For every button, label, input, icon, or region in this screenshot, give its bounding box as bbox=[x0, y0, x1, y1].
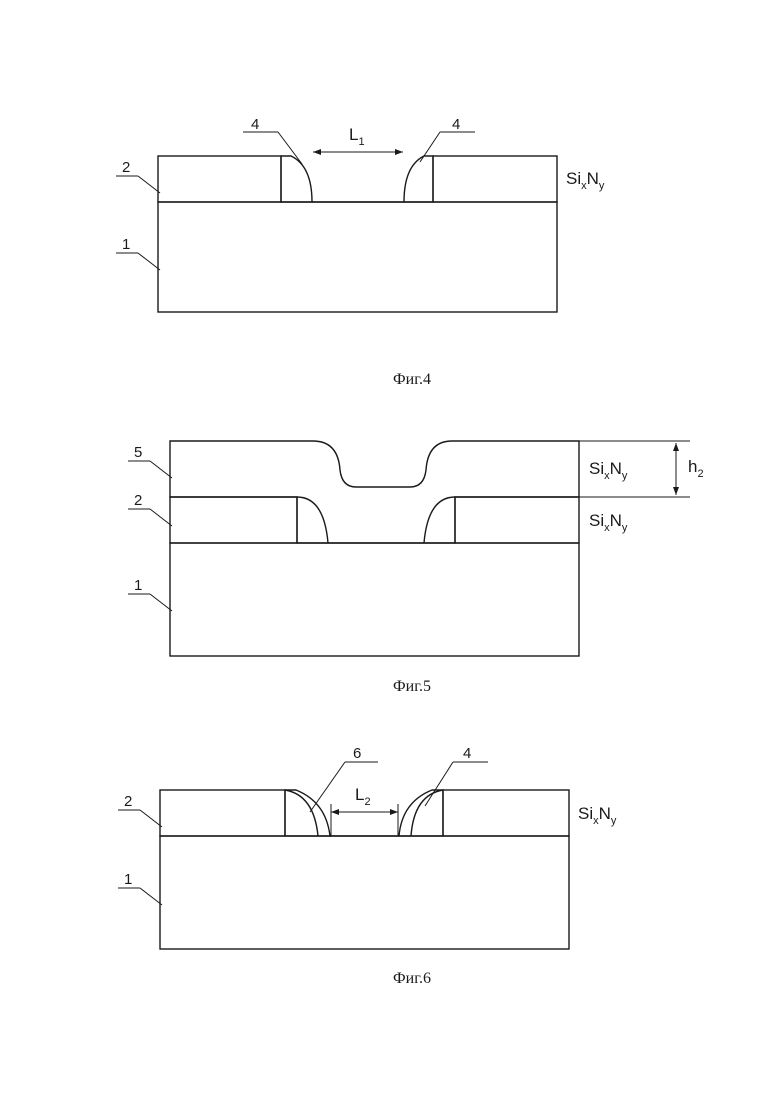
label-1: 1 bbox=[122, 236, 130, 253]
layer-2-left bbox=[170, 497, 297, 543]
material-label-bottom: SixNy bbox=[589, 511, 628, 534]
layer-2-right bbox=[455, 497, 579, 543]
label-1: 1 bbox=[134, 577, 142, 594]
label-6: 6 bbox=[353, 745, 361, 762]
substrate-1 bbox=[160, 836, 569, 949]
label-2: 2 bbox=[124, 793, 132, 810]
label-2: 2 bbox=[134, 492, 142, 509]
figure-caption-5: Фиг.5 bbox=[393, 678, 431, 695]
figure-5: h2 5 2 1 SixNy SixNy Фиг.5 bbox=[128, 441, 704, 695]
spacer-4-right bbox=[399, 790, 443, 836]
figure-6: L2 6 4 2 1 SixNy Фиг.6 bbox=[118, 745, 617, 987]
label-5: 5 bbox=[134, 444, 142, 461]
layer-2-right bbox=[443, 790, 569, 836]
label-2: 2 bbox=[122, 159, 130, 176]
substrate-1 bbox=[158, 202, 557, 312]
layer-2-right bbox=[433, 156, 557, 202]
spacer-6-left bbox=[285, 790, 330, 836]
label-4: 4 bbox=[463, 745, 471, 762]
layer-2-left bbox=[158, 156, 281, 202]
layer-2-left bbox=[160, 790, 285, 836]
figure-caption-6: Фиг.6 bbox=[393, 970, 431, 987]
substrate-1 bbox=[170, 543, 579, 656]
label-4-left: 4 bbox=[251, 116, 259, 133]
material-label-sixny: SixNy bbox=[566, 169, 605, 192]
label-1: 1 bbox=[124, 871, 132, 888]
dimension-label-L2: L2 bbox=[355, 785, 371, 808]
material-label-sixny: SixNy bbox=[578, 804, 617, 827]
spacer-4-left bbox=[281, 156, 312, 202]
dimension-label-h2: h2 bbox=[688, 457, 704, 480]
figure-caption-4: Фиг.4 bbox=[393, 371, 431, 388]
label-4-right: 4 bbox=[452, 116, 460, 133]
material-label-top: SixNy bbox=[589, 459, 628, 482]
spacer-4-right bbox=[404, 156, 433, 202]
layer-5-top bbox=[170, 441, 579, 543]
figure-4: L1 4 4 2 1 SixNy Фиг.4 bbox=[116, 116, 605, 388]
dimension-label-L1: L1 bbox=[349, 125, 365, 148]
